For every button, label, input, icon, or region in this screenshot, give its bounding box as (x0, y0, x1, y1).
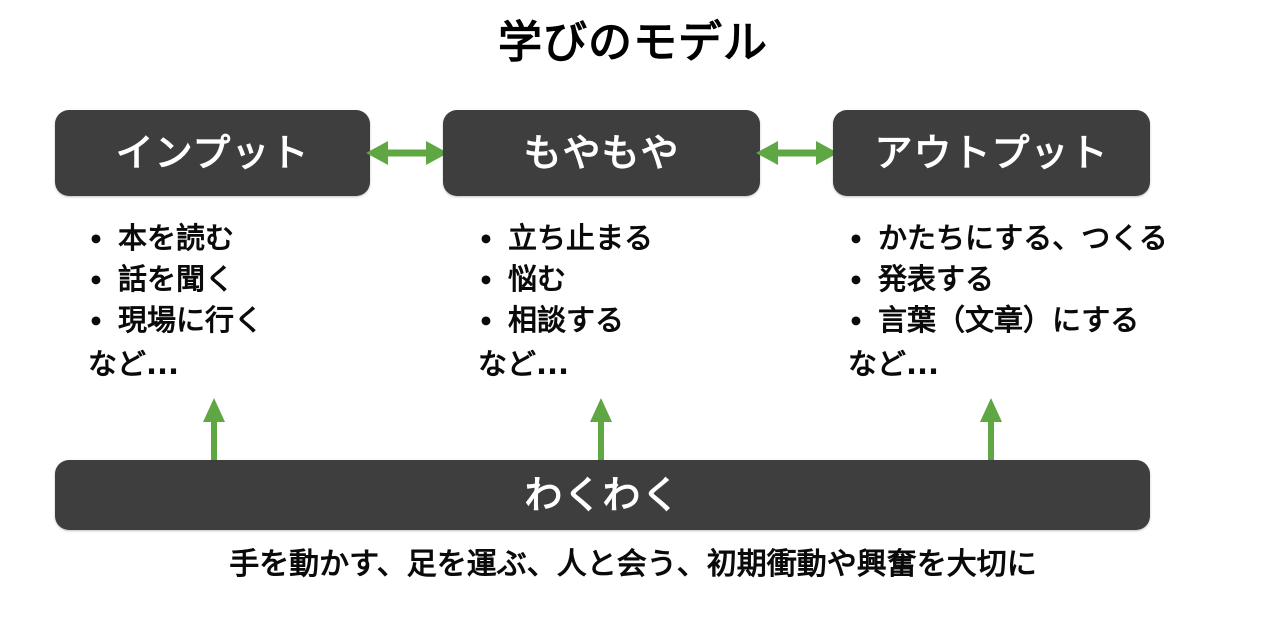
stage-box-input: インプット (55, 110, 370, 196)
double-arrow-icon-moyamoya-output (756, 138, 838, 168)
bullet-dot-icon: • (88, 225, 104, 254)
list-item: • 本を読む (88, 218, 418, 259)
list-item: • 話を聞く (88, 259, 418, 300)
list-item-label: 言葉（文章）にする (878, 303, 1140, 338)
list-item: • 立ち止まる (478, 218, 808, 259)
list-item-label: 悩む (508, 262, 567, 297)
up-arrow-icon-to-output (976, 398, 1006, 464)
list-etc-label: など... (88, 346, 180, 381)
bullet-dot-icon: • (848, 307, 864, 337)
list-item-label: 相談する (508, 303, 625, 338)
bullet-list-output: • かたちにする、つくる • 発表する • 言葉（文章）にする など... (848, 218, 1266, 385)
foundation-banner: わくわく (55, 460, 1150, 530)
list-etc-label: など... (478, 346, 570, 381)
bullet-list-moyamoya: • 立ち止まる • 悩む • 相談する など... (478, 218, 808, 385)
up-arrow-icon-to-input (199, 398, 229, 464)
stage-box-moyamoya: もやもや (443, 110, 760, 196)
stage-box-moyamoya-label: もやもや (523, 131, 680, 175)
stage-box-input-label: インプット (115, 131, 310, 175)
list-item-label: かたちにする、つくる (878, 221, 1168, 255)
bullet-dot-icon: • (478, 307, 494, 337)
bullet-dot-icon: • (848, 225, 864, 254)
page-title: 学びのモデル (498, 17, 768, 68)
list-item: • かたちにする、つくる (848, 218, 1266, 259)
list-item-label: 立ち止まる (508, 221, 654, 255)
bullet-list-input: • 本を読む • 話を聞く • 現場に行く など... (88, 218, 418, 385)
stage-box-output: アウトプット (833, 110, 1150, 196)
list-etc-label: など... (848, 346, 940, 381)
up-arrow-icon-to-moyamoya (586, 398, 616, 464)
list-item-label: 話を聞く (118, 262, 235, 297)
foundation-caption: 手を動かす、足を運ぶ、人と会う、初期衝動や興奮を大切に (229, 547, 1037, 582)
list-item-label: 本を読む (118, 221, 235, 255)
list-item: • 言葉（文章）にする (848, 300, 1266, 341)
foundation-banner-label: わくわく (524, 473, 681, 517)
double-arrow-icon-input-moyamoya (366, 138, 448, 168)
bullet-dot-icon: • (478, 266, 494, 296)
bullet-dot-icon: • (848, 266, 864, 296)
bullet-dot-icon: • (88, 307, 104, 337)
list-item: • 相談する (478, 300, 808, 341)
list-item: • 発表する (848, 259, 1266, 300)
bullet-dot-icon: • (88, 266, 104, 296)
list-item-label: 現場に行く (118, 303, 264, 338)
list-item: • 現場に行く (88, 300, 418, 341)
bullet-dot-icon: • (478, 225, 494, 254)
stage-box-output-label: アウトプット (874, 131, 1109, 175)
list-item-label: 発表する (878, 262, 995, 297)
list-item: • 悩む (478, 259, 808, 300)
